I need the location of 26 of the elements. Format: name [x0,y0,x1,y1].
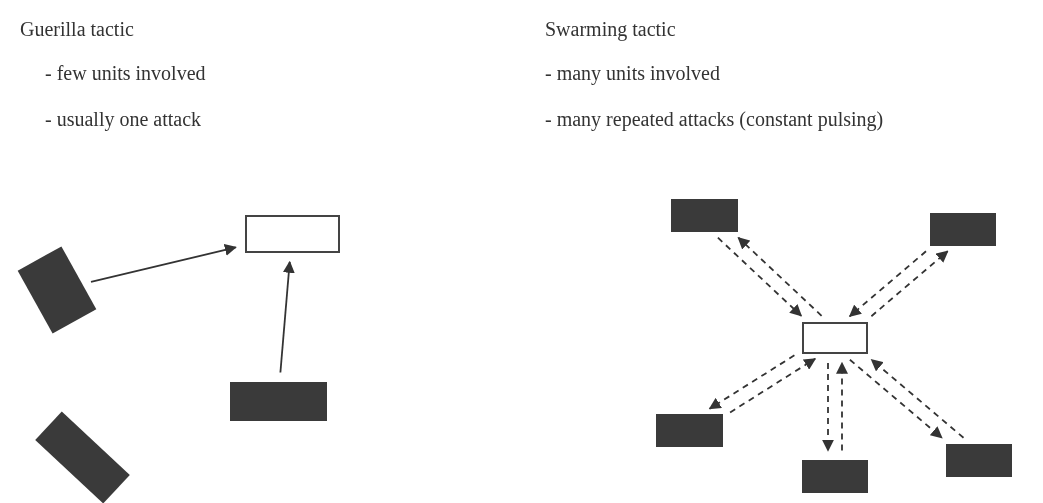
dashed-arrow [849,358,943,439]
unit-block [670,198,738,232]
target-box [802,322,868,354]
list-item: - usually one attack [45,108,202,131]
arrow [90,244,237,283]
dashed-arrow [717,236,803,317]
dashed-arrow [822,362,834,452]
dashed-arrow [729,357,817,414]
unit-block [946,443,1012,477]
dashed-arrow [836,361,848,452]
list-item: - many units involved [545,62,720,85]
dashed-arrow [848,250,927,318]
list-item: - many repeated attacks (constant pulsing) [545,108,884,131]
heading: Swarming tactic [545,18,676,41]
heading: Guerilla tactic [20,18,134,41]
list-item: - few units involved [45,62,206,85]
dashed-arrow [870,250,949,318]
dashed-arrow [737,236,823,317]
dashed-arrow [870,358,965,439]
arrow [279,260,295,374]
target-box [244,215,340,253]
unit-block [655,413,723,447]
unit-block [802,459,868,493]
dashed-arrow [708,354,796,410]
unit-block [930,212,996,246]
unit-block [229,381,327,421]
